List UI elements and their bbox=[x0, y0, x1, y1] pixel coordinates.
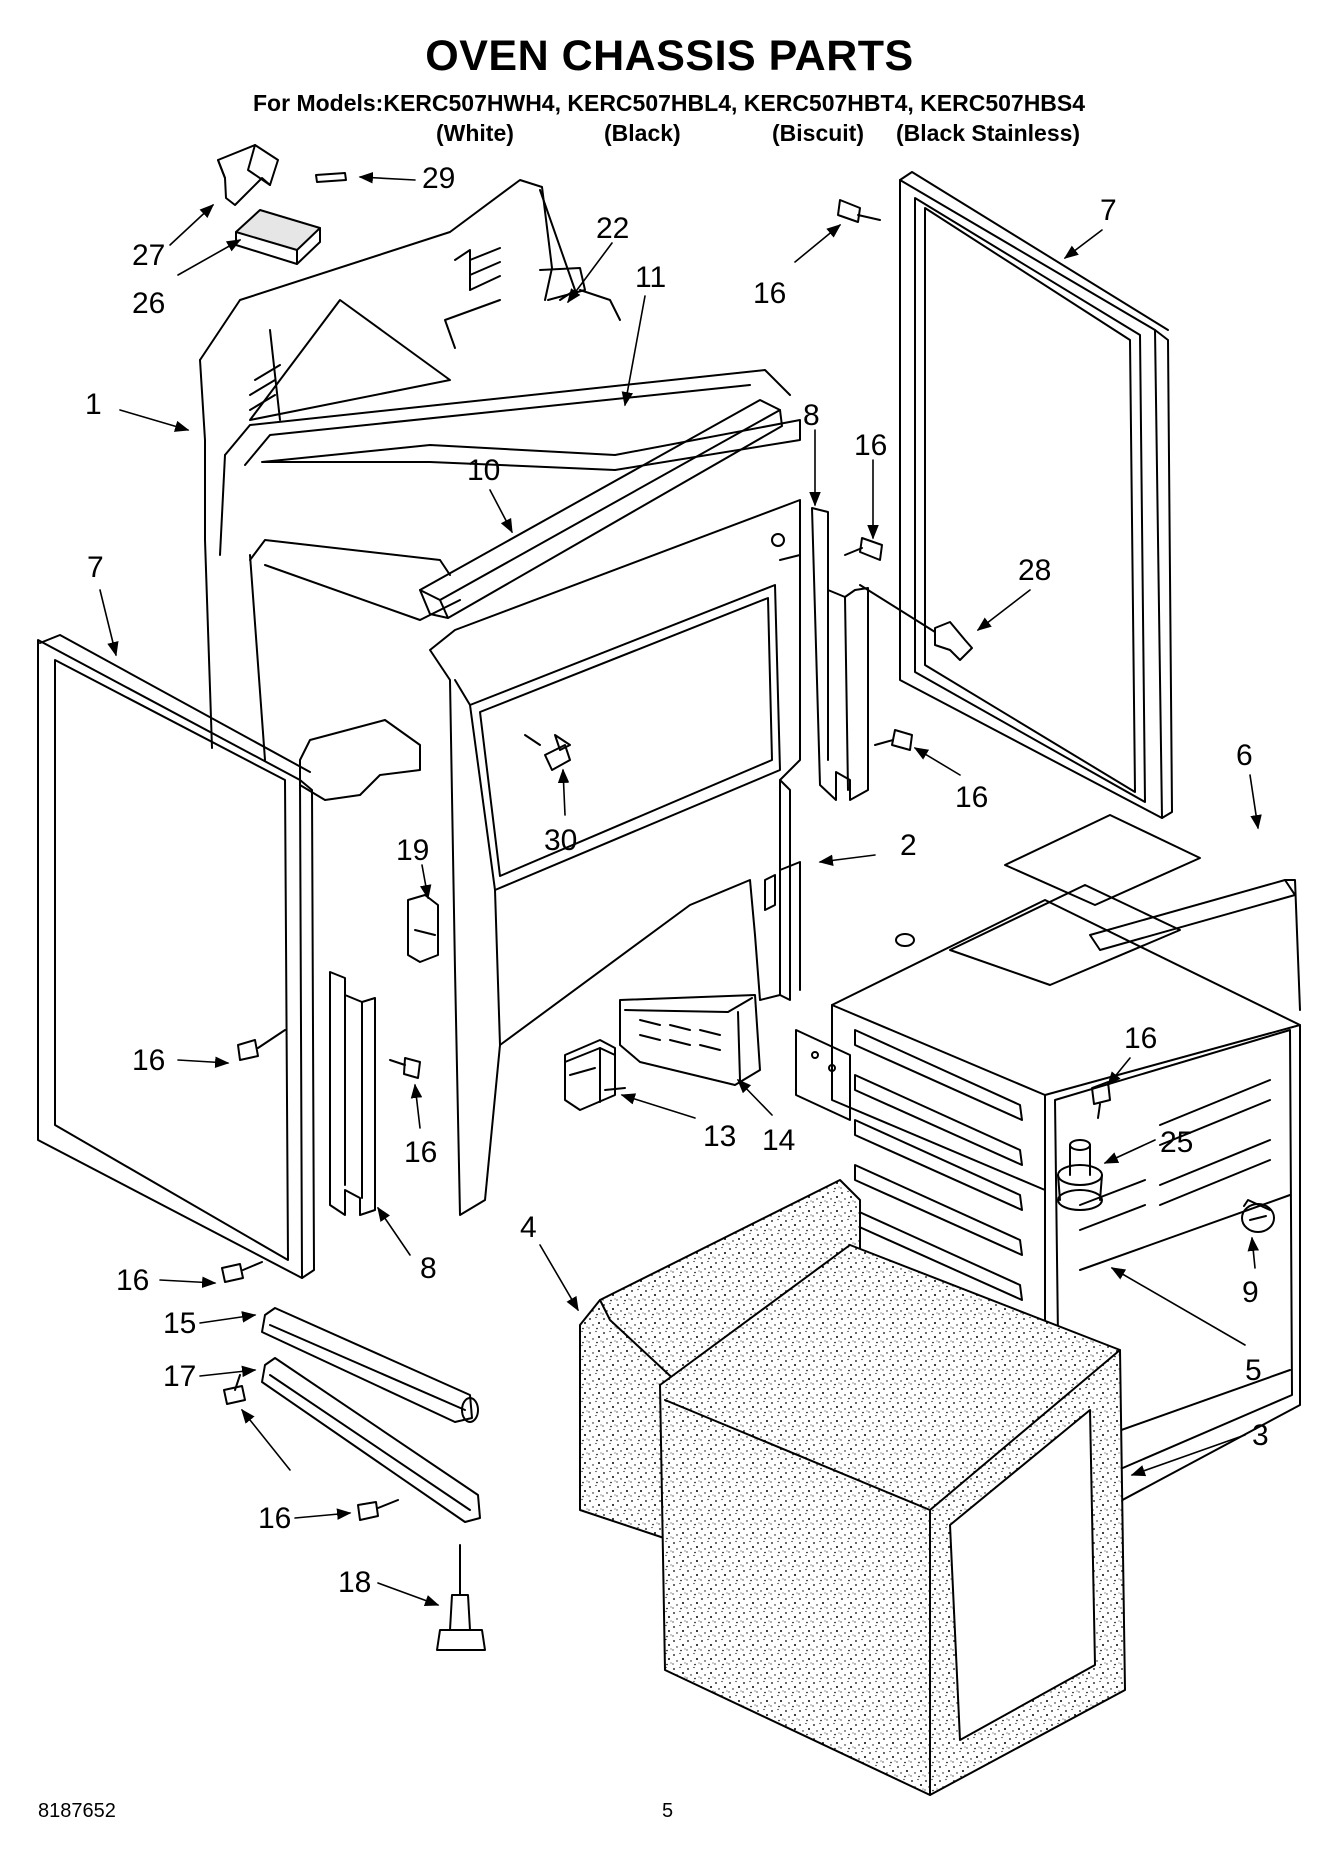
callout-25: 25 bbox=[1160, 1126, 1193, 1159]
callout-13: 13 bbox=[703, 1120, 736, 1153]
callout-9: 9 bbox=[1242, 1276, 1259, 1309]
bracket-19 bbox=[407, 894, 439, 963]
hinge-bracket-rear bbox=[811, 507, 869, 801]
bake-element-part bbox=[1089, 879, 1301, 1011]
callout-16-f: 16 bbox=[1124, 1022, 1157, 1055]
leveling-rail-15 bbox=[261, 1307, 479, 1423]
callout-8-rear: 8 bbox=[803, 399, 820, 432]
callout-10: 10 bbox=[467, 454, 500, 487]
leveling-rail-17 bbox=[261, 1357, 481, 1523]
callout-4: 4 bbox=[520, 1211, 537, 1244]
callout-30: 30 bbox=[544, 824, 577, 857]
callout-16-a: 16 bbox=[753, 277, 786, 310]
callout-16-g: 16 bbox=[116, 1264, 149, 1297]
callout-2: 2 bbox=[900, 829, 917, 862]
page-number: 5 bbox=[662, 1800, 674, 1822]
page-title: OVEN CHASSIS PARTS bbox=[425, 32, 914, 80]
variant-black: (Black) bbox=[604, 120, 681, 146]
tape-strip-part bbox=[315, 172, 347, 183]
callout-22: 22 bbox=[596, 212, 629, 245]
callout-5: 5 bbox=[1245, 1354, 1262, 1387]
callout-15: 15 bbox=[163, 1307, 196, 1340]
callout-17: 17 bbox=[163, 1360, 196, 1393]
callout-7-right: 7 bbox=[1100, 194, 1117, 227]
variant-black-stainless: (Black Stainless) bbox=[896, 120, 1081, 146]
callout-28: 28 bbox=[1018, 554, 1051, 587]
leveling-leg-part bbox=[436, 1544, 486, 1651]
front-frame-part bbox=[429, 499, 801, 1216]
right-side-panel bbox=[899, 171, 1173, 819]
variant-biscuit: (Biscuit) bbox=[772, 120, 864, 146]
light-knob-part bbox=[1241, 1199, 1275, 1233]
callout-7-left: 7 bbox=[87, 551, 104, 584]
callout-27: 27 bbox=[132, 239, 165, 272]
vent-cap-part bbox=[217, 144, 279, 206]
callout-14: 14 bbox=[762, 1124, 795, 1157]
callout-leaders bbox=[99, 171, 1262, 1606]
callout-26: 26 bbox=[132, 287, 165, 320]
door-pin-part bbox=[859, 584, 973, 661]
insulation-pad-part bbox=[235, 209, 321, 265]
top-brace-part bbox=[419, 399, 783, 619]
callout-6: 6 bbox=[1236, 739, 1253, 772]
callout-29: 29 bbox=[422, 162, 455, 195]
oven-sensor-part bbox=[1057, 1139, 1103, 1211]
callout-11: 11 bbox=[635, 261, 666, 294]
variant-white: (White) bbox=[436, 120, 514, 146]
callout-8-front: 8 bbox=[420, 1252, 437, 1285]
callout-18: 18 bbox=[338, 1566, 371, 1599]
transformer-part bbox=[564, 1039, 626, 1111]
callout-16-e: 16 bbox=[404, 1136, 437, 1169]
callout-3: 3 bbox=[1252, 1419, 1269, 1452]
screw-group bbox=[221, 199, 1111, 1521]
chassis-frame bbox=[199, 179, 801, 801]
callout-16-c: 16 bbox=[955, 781, 988, 814]
insulation-box-part bbox=[659, 1244, 1126, 1796]
left-side-panel bbox=[37, 634, 315, 1279]
models-line: For Models:KERC507HWH4, KERC507HBL4, KER… bbox=[253, 90, 1086, 116]
callout-1: 1 bbox=[85, 388, 102, 421]
callout-labels: 29 27 26 22 11 7 16 1 8 16 10 28 7 30 16… bbox=[85, 162, 1269, 1599]
screw-30 bbox=[524, 734, 571, 771]
callout-16-b: 16 bbox=[854, 429, 887, 462]
mount-plate-part bbox=[795, 1029, 851, 1121]
callout-19: 19 bbox=[396, 834, 429, 867]
control-module-part bbox=[619, 994, 761, 1086]
callout-16-h: 16 bbox=[258, 1502, 291, 1535]
hinge-bracket-front bbox=[329, 971, 376, 1216]
document-number: 8187652 bbox=[38, 1800, 116, 1822]
callout-16-d: 16 bbox=[132, 1044, 165, 1077]
